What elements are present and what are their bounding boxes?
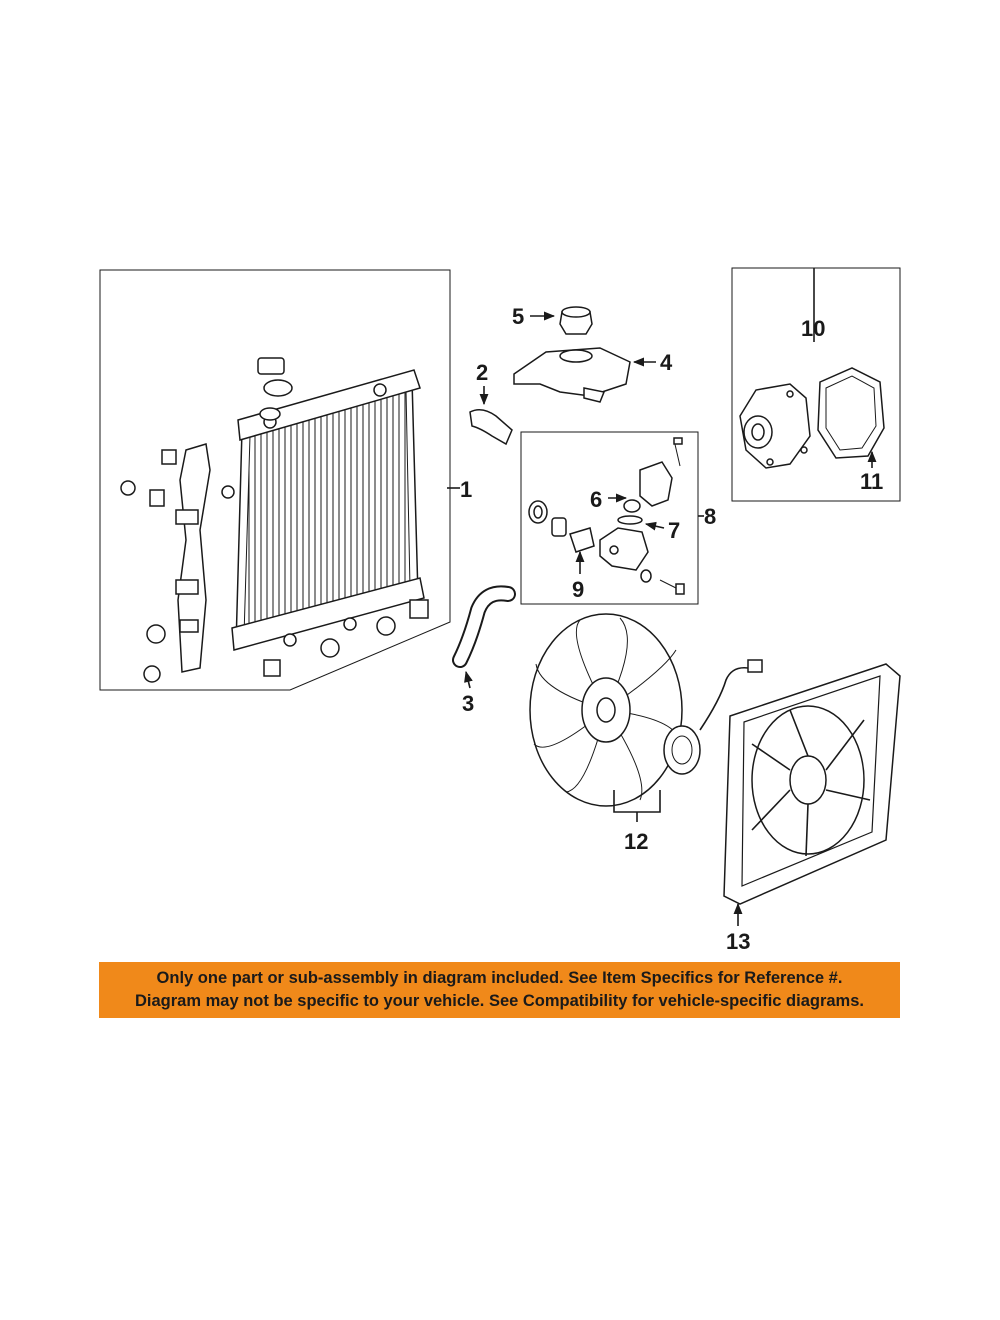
callout-11: 11 — [860, 469, 883, 494]
shroud-spokes — [751, 709, 871, 857]
callout-3: 3 — [462, 691, 474, 716]
cooling-fan-and-motor: 12 — [529, 613, 763, 854]
callout-6: 6 — [590, 487, 602, 512]
water-pump-group-frame — [731, 267, 901, 502]
seals-and-bolt — [528, 500, 685, 595]
fan-motor — [663, 659, 763, 775]
notice-line-1: Only one part or sub-assembly in diagram… — [156, 969, 843, 987]
callout-9: 9 — [572, 577, 584, 602]
callout-10: 10 — [801, 316, 825, 341]
callout-12: 12 — [624, 829, 648, 854]
notice-line-2: Diagram may not be specific to your vehi… — [135, 992, 864, 1010]
water-pump — [739, 383, 811, 469]
thermostat-assembly: 6 7 8 9 — [520, 431, 716, 605]
fan-shroud: 13 — [723, 663, 901, 954]
callout-7-leader — [644, 521, 665, 531]
radiator-top-mounts — [257, 357, 293, 421]
callout-4: 4 — [660, 350, 673, 375]
lower-hose: 3 — [452, 585, 516, 716]
water-pump-gasket — [817, 367, 885, 459]
upper-hose: 2 — [469, 360, 513, 446]
thermostat-housing — [599, 437, 683, 571]
surge-tank: 4 — [513, 347, 673, 403]
callout-5: 5 — [512, 304, 524, 329]
callout-2: 2 — [476, 360, 488, 385]
radiator-group-frame — [99, 269, 451, 691]
callout-8: 8 — [704, 504, 716, 529]
water-pump-assembly: 10 11 — [731, 267, 901, 502]
radiator-fasteners — [120, 449, 429, 683]
radiator-assembly: 1 — [99, 269, 472, 691]
thermostat-group-frame — [520, 431, 699, 605]
callout-1: 1 — [460, 477, 472, 502]
radiator-core — [231, 369, 425, 651]
radiator-side-bracket — [175, 443, 211, 673]
notice-banner: Only one part or sub-assembly in diagram… — [99, 962, 900, 1018]
surge-tank-cap: 5 — [512, 304, 593, 335]
callout-13: 13 — [726, 929, 750, 954]
callout-3-leader — [464, 670, 473, 689]
callout-7: 7 — [668, 518, 680, 543]
